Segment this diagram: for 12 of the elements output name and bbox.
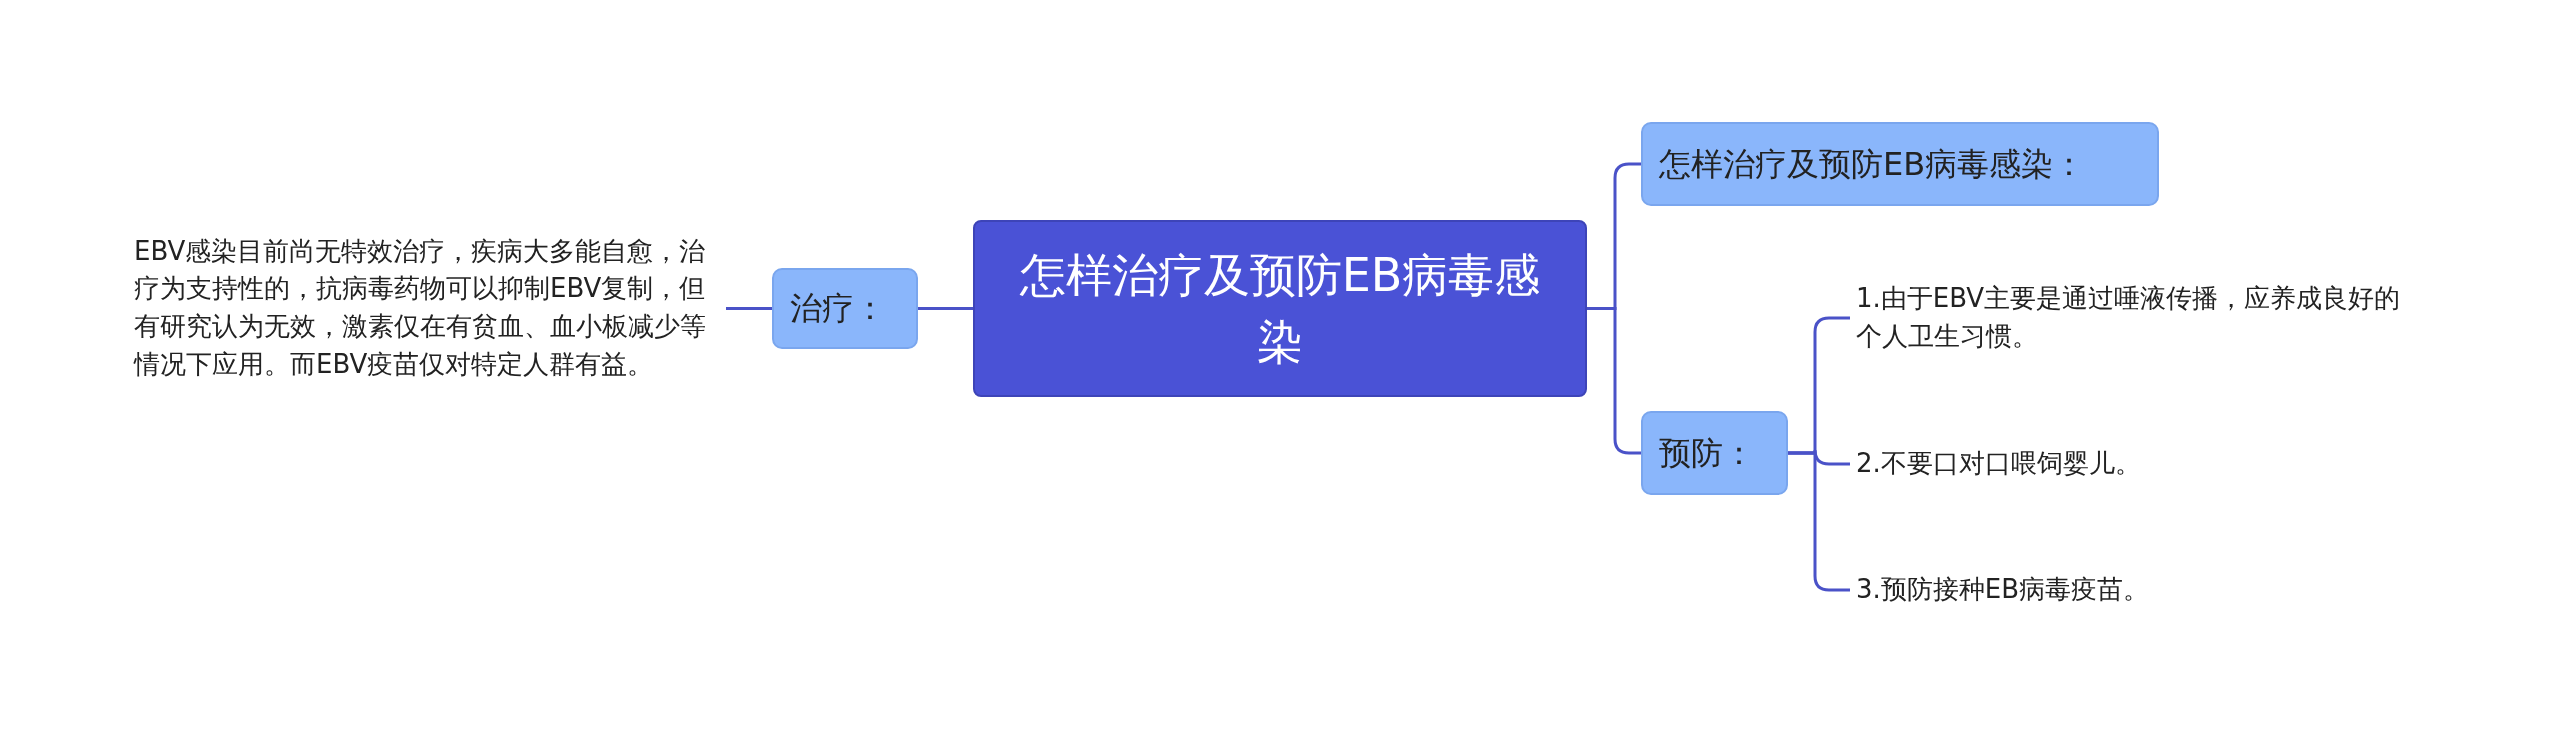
topic-text: 2.不要口对口喂饲婴儿。 (1850, 440, 2410, 488)
topic-box: 预防： (1641, 411, 1788, 495)
connector-line (1587, 307, 1641, 455)
topic-box: 治疗： (772, 268, 918, 349)
topic-text: 3.预防接种EB病毒疫苗。 (1850, 566, 2410, 614)
topic-text: 1.由于EBV主要是通过唾液传播，应养成良好的个人卫生习惯。 (1850, 276, 2410, 360)
connector-line (918, 307, 973, 310)
connector-line (1788, 451, 1850, 592)
topic-box: 怎样治疗及预防EB病毒感染： (1641, 122, 2159, 206)
connector-line (726, 307, 772, 310)
topic-text: EBV感染目前尚无特效治疗，疾病大多能自愈，治疗为支持性的，抗病毒药物可以抑制EBV复制，但有研究认为无效，激素仅在有贫血、血小板减少等情况下应用。而EBV疫苗仅对特定人群有益。 (134, 210, 726, 406)
topic-box: 怎样治疗及预防EB病毒感染 (973, 220, 1587, 397)
